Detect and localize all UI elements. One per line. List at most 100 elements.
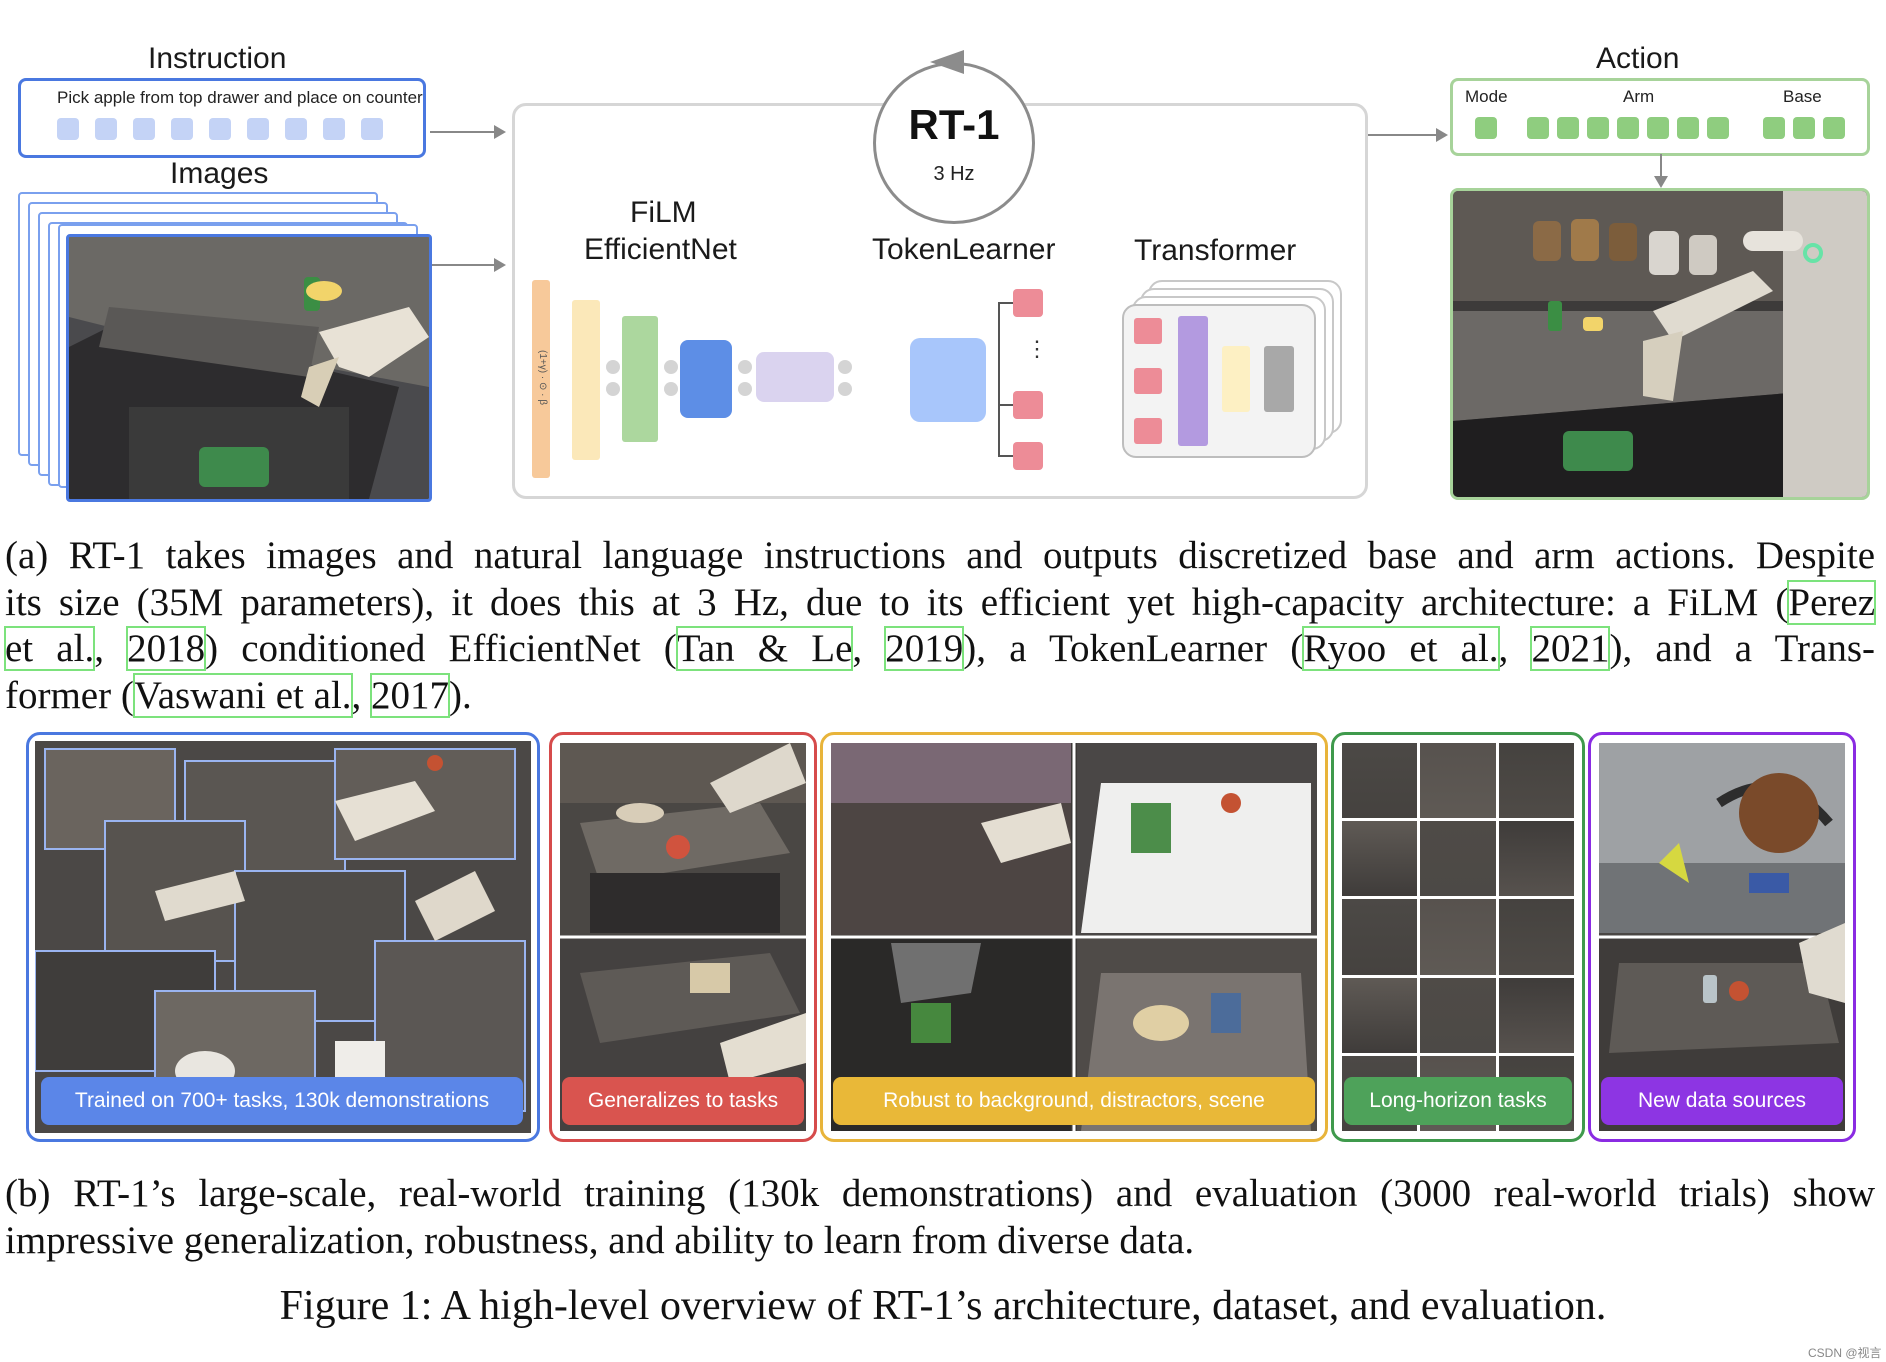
citation-2019[interactable]: 2019 bbox=[884, 626, 965, 671]
action-token bbox=[1587, 117, 1609, 139]
images-arrow bbox=[430, 264, 496, 266]
citation-perez-etal[interactable]: et al. bbox=[3, 626, 96, 671]
tokenlearner-label: TokenLearner bbox=[872, 233, 1056, 266]
panel-robustness: Robust to background, distractors, scene bbox=[820, 732, 1328, 1142]
action-base-label: Base bbox=[1783, 87, 1822, 106]
long-horizon-tile bbox=[1420, 743, 1496, 819]
connector-dot bbox=[738, 382, 752, 396]
figure-title: Figure 1: A high-level overview of RT-1’… bbox=[279, 1283, 1607, 1329]
robot-scene-photo bbox=[1453, 191, 1867, 497]
rt1-title: RT-1 bbox=[908, 101, 1000, 148]
panel-generalization-badge: Generalizes to tasks bbox=[562, 1077, 804, 1125]
long-horizon-tile bbox=[1420, 821, 1496, 897]
action-token bbox=[1617, 117, 1639, 139]
instruction-token bbox=[285, 118, 307, 140]
long-horizon-tile bbox=[1342, 977, 1418, 1053]
learned-token bbox=[1013, 289, 1043, 317]
citation-2021[interactable]: 2021 bbox=[1530, 626, 1611, 671]
learned-token bbox=[1013, 442, 1043, 470]
long-horizon-tile bbox=[1342, 899, 1418, 975]
ellipsis-icon: ⋮ bbox=[1026, 336, 1048, 361]
action-token bbox=[1557, 117, 1579, 139]
rt1-rate: 3 Hz bbox=[933, 163, 975, 185]
watermark: CSDN @视言 bbox=[1808, 1346, 1882, 1360]
panel-training-badge: Trained on 700+ tasks, 130k demonstratio… bbox=[41, 1077, 523, 1125]
instruction-arrow bbox=[430, 131, 496, 133]
action-title: Action bbox=[1596, 42, 1680, 75]
transformer-input-token bbox=[1134, 368, 1162, 394]
instruction-token bbox=[361, 118, 383, 140]
long-horizon-tile bbox=[1342, 743, 1418, 819]
instruction-token bbox=[209, 118, 231, 140]
citation-perez[interactable]: Perez bbox=[1787, 579, 1876, 625]
instruction-token bbox=[247, 118, 269, 140]
rt1-rate-circle: RT-1 3 Hz bbox=[873, 62, 1035, 224]
panel-long-horizon: Long-horizon tasks bbox=[1331, 732, 1585, 1142]
instruction-token bbox=[171, 118, 193, 140]
instruction-token bbox=[57, 118, 79, 140]
caption-a-line-3: et al., 2018) conditioned EfficientNet (… bbox=[3, 626, 1875, 671]
connector-dot bbox=[738, 360, 752, 374]
panel-data-sources: New data sources bbox=[1588, 732, 1856, 1142]
arrow-head-icon bbox=[494, 125, 506, 139]
action-mode-label: Mode bbox=[1465, 87, 1508, 106]
loop-arrow-icon bbox=[930, 50, 964, 74]
citation-2018[interactable]: 2018 bbox=[126, 626, 207, 671]
instruction-token bbox=[95, 118, 117, 140]
action-token bbox=[1677, 117, 1699, 139]
connector-dot bbox=[838, 360, 852, 374]
transformer-ffn-block bbox=[1222, 346, 1250, 412]
robustness-collage bbox=[831, 743, 1317, 1131]
panel-robustness-badge: Robust to background, distractors, scene bbox=[833, 1077, 1315, 1125]
instruction-token bbox=[133, 118, 155, 140]
learned-token bbox=[1013, 391, 1043, 419]
citation-2017[interactable]: 2017 bbox=[370, 672, 451, 718]
citation-ryoo[interactable]: Ryoo et al. bbox=[1302, 626, 1500, 671]
panel-training: Trained on 700+ tasks, 130k demonstratio… bbox=[26, 732, 540, 1142]
action-token bbox=[1527, 117, 1549, 139]
robot-scene-image bbox=[1450, 188, 1870, 500]
transformer-input-token bbox=[1134, 318, 1162, 344]
long-horizon-tile bbox=[1498, 743, 1574, 819]
arrow-head-icon bbox=[1436, 128, 1448, 142]
training-collage bbox=[35, 741, 531, 1133]
caption-a-line-4: former (Vaswani et al., 2017). bbox=[5, 672, 472, 718]
connector-dot bbox=[664, 382, 678, 396]
instruction-token bbox=[323, 118, 345, 140]
panel-generalization: Generalizes to tasks bbox=[549, 732, 817, 1142]
generalization-collage bbox=[560, 743, 806, 1131]
film-layer-yellow bbox=[572, 300, 600, 460]
transformer-layer-front bbox=[1122, 304, 1316, 458]
caption-b: (b) RT-1’s large-scale, real-world train… bbox=[5, 1171, 1875, 1264]
instruction-text: Pick apple from top drawer and place on … bbox=[57, 88, 423, 107]
action-token bbox=[1475, 117, 1497, 139]
caption-b-line-2: impressive generalization, robustness, a… bbox=[5, 1218, 1195, 1262]
film-layer-blue bbox=[680, 340, 732, 418]
citation-tan-le[interactable]: Tan & Le bbox=[675, 626, 854, 671]
action-arrow bbox=[1368, 134, 1438, 136]
connector-dot bbox=[606, 382, 620, 396]
action-box: Mode Arm Base bbox=[1450, 78, 1870, 156]
caption-b-line-1: (b) RT-1’s large-scale, real-world train… bbox=[5, 1172, 1875, 1215]
connector-dot bbox=[606, 360, 620, 374]
film-layer-lavender bbox=[756, 352, 834, 402]
action-token bbox=[1707, 117, 1729, 139]
long-horizon-tile bbox=[1420, 977, 1496, 1053]
arrow-head-icon bbox=[1654, 176, 1668, 188]
citation-vaswani[interactable]: Vaswani et al. bbox=[132, 672, 353, 718]
caption-a-line-2: its size (35M parameters), it does this … bbox=[5, 579, 1876, 625]
tokenlearner-block bbox=[910, 338, 986, 422]
connector-dot bbox=[664, 360, 678, 374]
long-horizon-tile bbox=[1342, 821, 1418, 897]
down-arrow bbox=[1660, 154, 1662, 178]
transformer-input-token bbox=[1134, 418, 1162, 444]
tokenlearner-branch bbox=[998, 302, 1000, 456]
panel-data-sources-badge: New data sources bbox=[1601, 1077, 1843, 1125]
caption-a: (a) RT-1 takes images and natural langua… bbox=[3, 533, 1876, 719]
camera-image bbox=[66, 234, 432, 502]
long-horizon-grid bbox=[1342, 743, 1574, 1131]
film-formula: (1+γ) · ⊙ · β bbox=[537, 350, 548, 405]
long-horizon-tile bbox=[1498, 899, 1574, 975]
robot-camera-photo bbox=[69, 237, 429, 499]
panel-long-horizon-badge: Long-horizon tasks bbox=[1344, 1077, 1572, 1125]
